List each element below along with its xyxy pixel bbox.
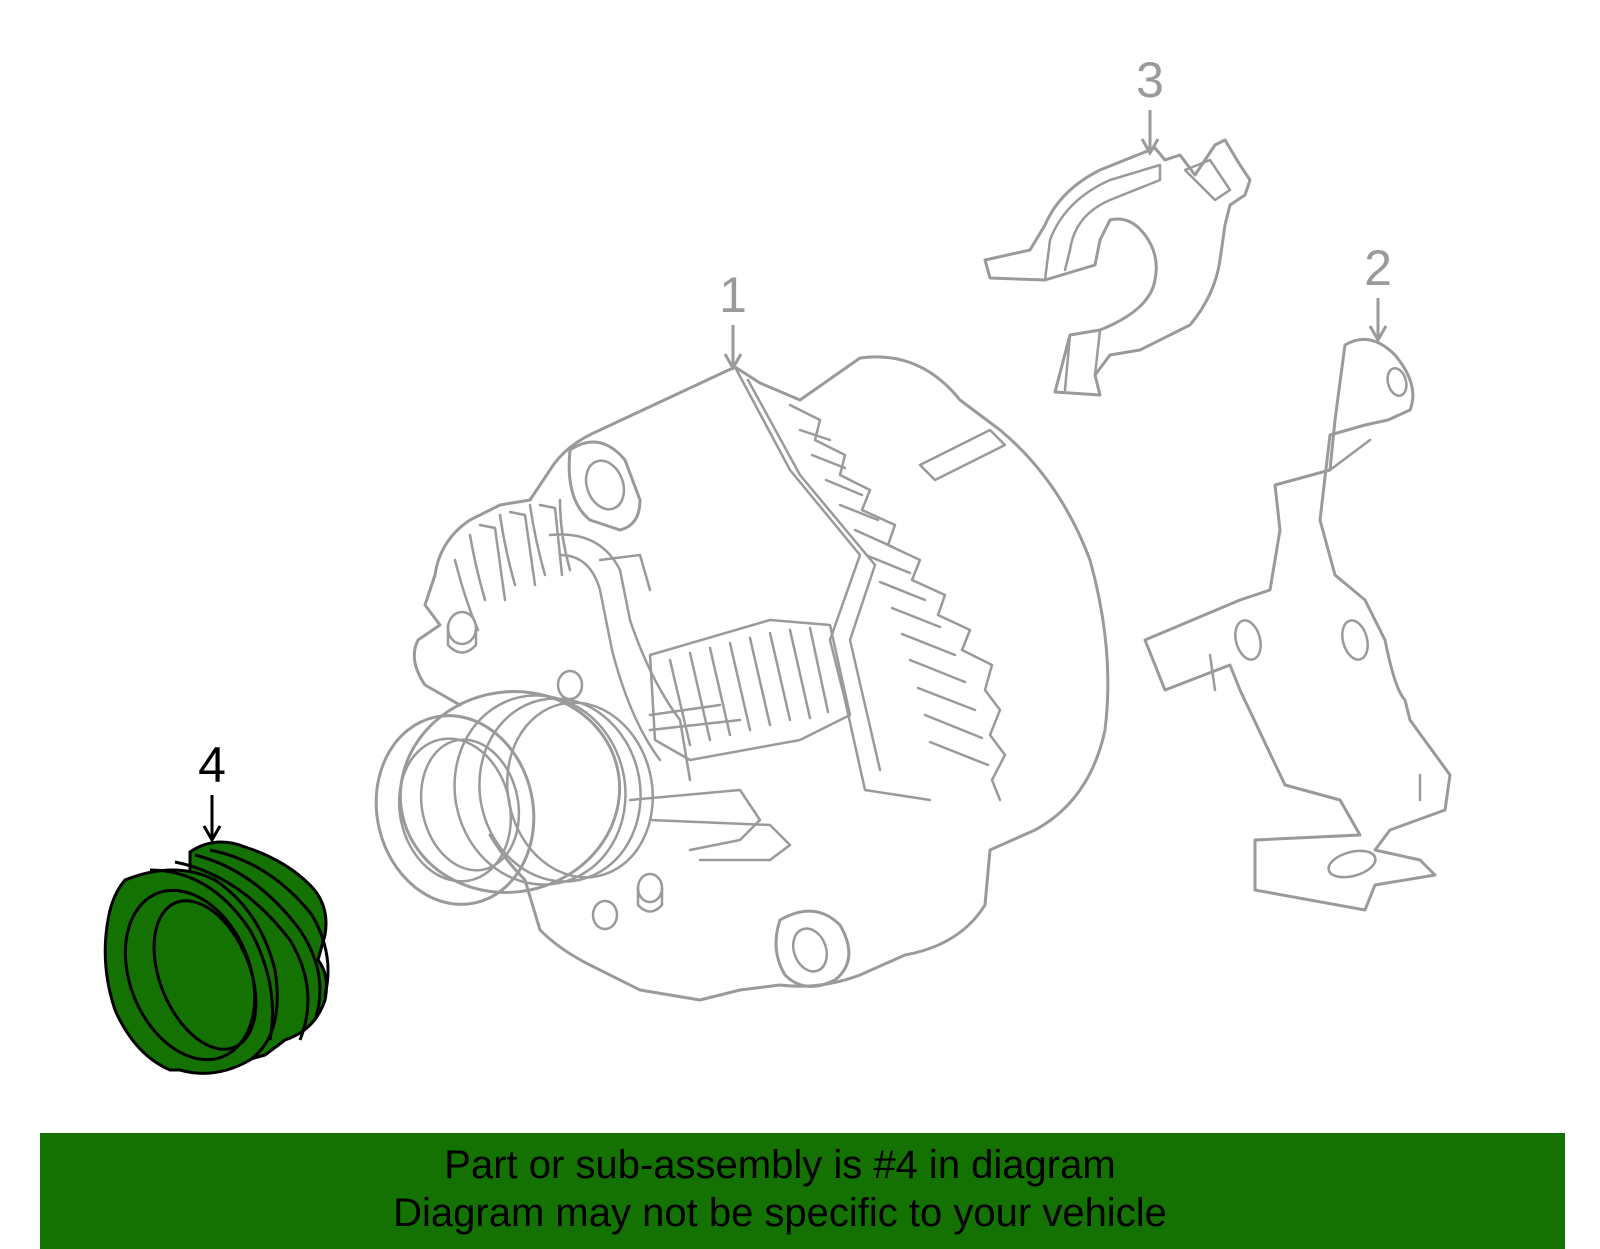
part-1-alternator[interactable] xyxy=(359,355,1110,1002)
callout-label-2: 2 xyxy=(1364,240,1392,296)
callout-1: 1 xyxy=(719,267,747,372)
callout-4: 4 xyxy=(198,737,226,844)
parts-diagram: 1 2 3 xyxy=(101,52,1452,1079)
info-banner: Part or sub-assembly is #4 in diagram Di… xyxy=(40,1133,1565,1249)
front-fan xyxy=(453,498,572,632)
alternator-pulley xyxy=(374,690,655,906)
banner-line-disclaimer: Diagram may not be specific to your vehi… xyxy=(393,1191,1167,1235)
part-2-bracket[interactable] xyxy=(1143,337,1452,912)
part-4-pulley-highlighted[interactable] xyxy=(101,840,330,1079)
stator-fins xyxy=(788,403,1007,802)
callout-2: 2 xyxy=(1364,240,1392,344)
callout-label-3: 3 xyxy=(1136,52,1164,108)
callout-label-1: 1 xyxy=(719,267,747,323)
callout-label-4: 4 xyxy=(198,737,226,793)
callout-3: 3 xyxy=(1136,52,1164,157)
part-3-cover[interactable] xyxy=(983,138,1252,397)
banner-line-part-number: Part or sub-assembly is #4 in diagram xyxy=(444,1143,1116,1187)
